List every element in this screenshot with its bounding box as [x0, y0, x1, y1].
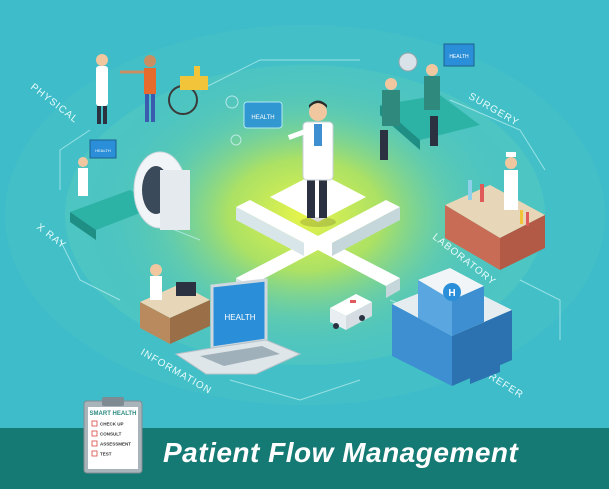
- physical-scene: [96, 54, 208, 124]
- center-doctor: [287, 100, 336, 227]
- laptop-screen-text: HEALTH: [225, 313, 256, 322]
- xray-screen-text: HEALTH: [95, 148, 111, 153]
- xray-scene: HEALTH: [70, 139, 190, 240]
- clipboard-title: SMART HEALTH: [90, 411, 137, 417]
- surgery-screen-text: HEALTH: [449, 54, 469, 60]
- cross-platform: [236, 172, 400, 298]
- clipboard-item: ASSESSMENT: [100, 442, 131, 447]
- label-refer: REFER: [486, 371, 525, 401]
- hospital-building: H: [392, 268, 512, 386]
- surgery-scene: HEALTH: [380, 43, 480, 160]
- laboratory-scene: [445, 152, 545, 270]
- clipboard-item: TEST: [100, 452, 112, 457]
- clipboard-item: CONSULT: [100, 432, 122, 437]
- center-screen-text: HEALTH: [251, 115, 274, 121]
- laptop: HEALTH: [174, 278, 302, 375]
- clipboard-list: CHECK UP CONSULT ASSESSMENT TEST: [91, 420, 131, 457]
- clipboard-icon: SMART HEALTH CHECK UP CONSULT ASSESSMENT…: [83, 397, 143, 474]
- hospital-sign-text: H: [448, 288, 455, 299]
- information-scene: [140, 264, 210, 344]
- hologram-screen: HEALTH: [225, 95, 283, 146]
- clipboard-item: CHECK UP: [100, 422, 124, 427]
- page-title: Patient Flow Management: [163, 437, 519, 468]
- ambulance: [330, 294, 372, 330]
